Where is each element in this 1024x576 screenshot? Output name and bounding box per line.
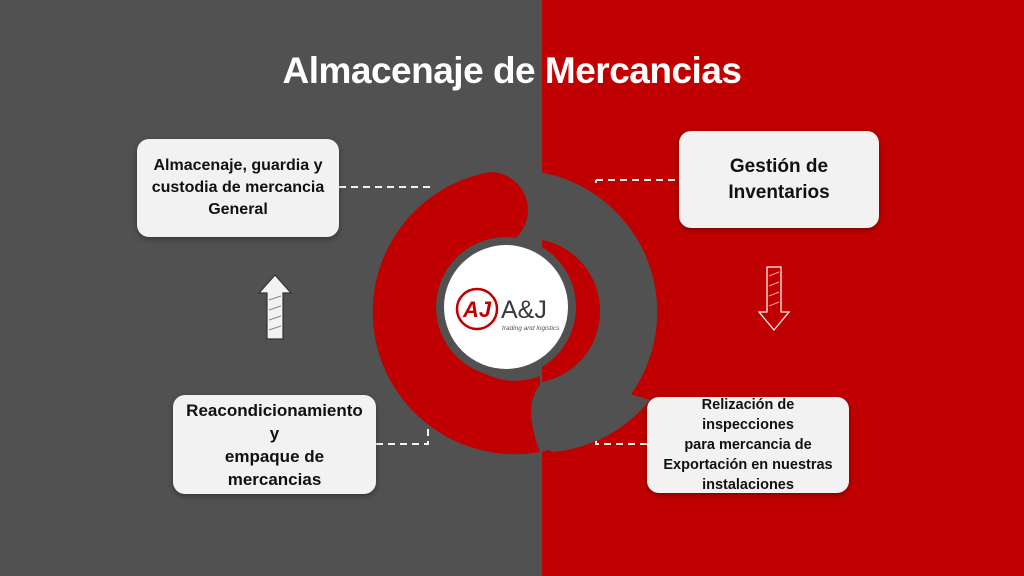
step-text-line: custodia de mercancia — [151, 179, 325, 196]
page-title: Almacenaje de Mercancias — [282, 50, 742, 91]
connector-top-right — [595, 179, 679, 183]
step-card-inventory: Gestión de Inventarios — [679, 131, 879, 228]
step-text-line: empaque de — [224, 446, 325, 466]
step-text-line: Relización de inspecciones — [701, 397, 795, 433]
step-card-repackaging: Reacondicionamiento y empaque de mercanc… — [173, 395, 376, 494]
step-text-line: mercancias — [227, 469, 322, 489]
step-text-line: para mercancia de — [684, 437, 812, 453]
step-text-line: Almacenaje, guardia y — [153, 157, 323, 174]
step-text-line: Gestión de — [729, 155, 829, 177]
logo-emblem: AJ — [455, 287, 499, 331]
step-card-inspections: Relización de inspecciones para mercanci… — [647, 397, 849, 493]
cycle-dark-tail — [533, 378, 650, 452]
step-text-line: Exportación en nuestras — [663, 457, 833, 473]
step-text-line: Reacondicionamiento y — [186, 400, 363, 443]
logo-tagline: trading and logistics — [502, 325, 560, 332]
logo-brand: A&J — [501, 296, 547, 324]
step-text-line: General — [208, 201, 268, 218]
arrow-up-icon — [257, 274, 293, 340]
step-text-line: instalaciones — [702, 477, 794, 493]
connector-bottom-left — [376, 428, 429, 445]
cycle-dark-arc — [490, 169, 658, 452]
step-card-storage: Almacenaje, guardia y custodia de mercan… — [137, 139, 339, 237]
logo-initials: AJ — [462, 297, 492, 322]
logo-disc — [444, 245, 568, 369]
arrow-down-icon — [757, 266, 791, 332]
step-text-line: Inventarios — [728, 181, 830, 203]
